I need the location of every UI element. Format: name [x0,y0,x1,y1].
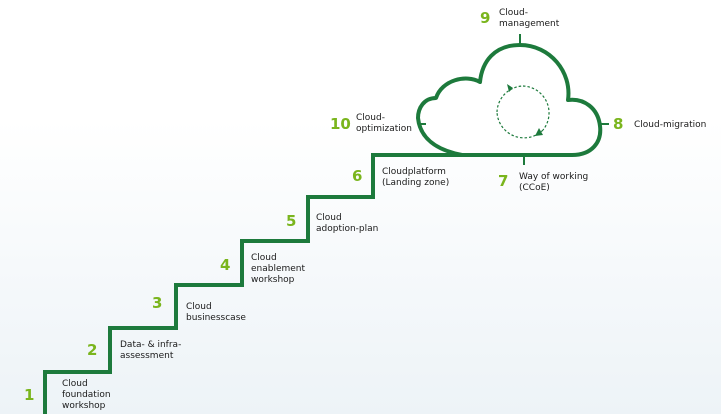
step-4-label: Cloud enablement workshop [251,253,306,285]
item-8-number: 8 [613,115,624,133]
staircase-line [43,153,470,414]
step-1-label: Cloud foundation workshop [62,379,111,411]
step-2-number: 2 [87,341,98,359]
item-7-label: Way of working (CCoE) [519,172,589,193]
item-10-number: 10 [330,115,351,133]
step-3-number: 3 [152,294,163,312]
item-7-number: 7 [498,172,509,190]
cloud-icon [416,34,609,165]
item-9-label: Cloud- management [499,8,560,29]
item-9-number: 9 [480,9,491,27]
step-5-label: Cloud adoption-plan [316,213,379,234]
step-6-number: 6 [352,167,363,185]
step-1-number: 1 [24,386,35,404]
step-6-label: Cloudplatform (Landing zone) [382,167,450,188]
step-4-number: 4 [220,256,231,274]
cycle-arrows-icon [496,84,550,139]
step-5-number: 5 [286,212,297,230]
step-3-label: Cloud businesscase [186,302,246,323]
item-10-label: Cloud- optimization [356,113,412,134]
item-8-label: Cloud-migration [634,120,707,130]
step-2-label: Data- & infra- assessment [120,340,182,361]
